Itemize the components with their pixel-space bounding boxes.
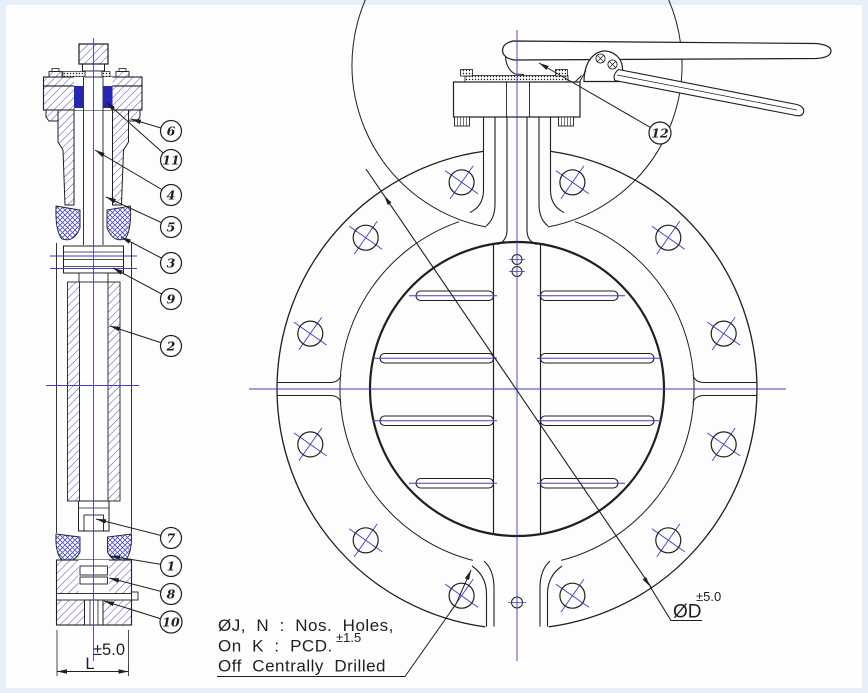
diameter-label: ØD	[673, 602, 702, 623]
callout-11: 11	[159, 148, 183, 172]
section-view: ±5.0 L	[42, 38, 143, 676]
svg-text:12: 12	[651, 126, 669, 141]
note-line-1: ØJ, N : Nos. Holes,	[218, 616, 394, 635]
rib-centerlines	[373, 295, 661, 484]
callout-2: 2	[159, 334, 183, 358]
stud-left	[454, 116, 470, 127]
callout-8: 8	[159, 582, 183, 606]
outer-flange-circle	[548, 150, 758, 628]
svg-text:5: 5	[167, 220, 176, 235]
tube-wall-right	[107, 281, 121, 502]
gasket-tab	[131, 591, 139, 601]
svg-text:8: 8	[167, 587, 176, 602]
svg-text:2: 2	[166, 339, 176, 354]
pivot-pin-2	[607, 59, 618, 70]
length-tolerance: ±5.0	[93, 641, 125, 659]
svg-text:9: 9	[167, 292, 176, 307]
callout-6: 6	[159, 119, 183, 143]
notch-plate	[464, 75, 569, 83]
bolt-cap-right	[118, 68, 127, 72]
svg-text:1: 1	[167, 559, 176, 574]
stem-bearing-left	[74, 86, 83, 108]
svg-text:7: 7	[167, 531, 176, 546]
note-leader	[404, 569, 472, 677]
callout-9: 9	[159, 287, 183, 311]
svg-text:3: 3	[167, 256, 176, 271]
note-line-2-tolerance: ±1.5	[336, 630, 361, 645]
upper-seal-left	[55, 205, 81, 241]
lever-bar	[501, 40, 832, 61]
lower-seal-left	[55, 533, 81, 562]
front-view: ØD ±5.0	[249, 0, 832, 661]
callout-1: 1	[159, 554, 183, 578]
callout-5: 5	[159, 215, 183, 239]
callout-7: 7	[159, 526, 183, 550]
tube-wall-left	[67, 281, 80, 502]
plate-screw-left	[460, 69, 473, 77]
bolt-cap-left	[51, 68, 60, 72]
lower-seal-right	[107, 533, 132, 562]
notes-block: ØJ, N : Nos. Holes, On K : PCD. ±1.5 Off…	[217, 569, 472, 677]
callout-3: 3	[159, 251, 183, 275]
callout-12: 12	[648, 121, 672, 145]
neck-wall-left	[57, 109, 75, 206]
note-line-2: On K : PCD.	[218, 637, 333, 656]
handle-assembly	[452, 40, 832, 127]
bottom-gasket	[56, 593, 132, 601]
pivot-pin-1	[595, 53, 606, 64]
plate-bolt-right	[115, 71, 130, 78]
pivot-bracket	[583, 50, 624, 83]
callout-bubbles: 6 11 4 5 3 9 2 7	[159, 119, 672, 634]
stud-right	[558, 116, 574, 127]
callout-4: 4	[159, 183, 183, 207]
svg-text:6: 6	[167, 124, 176, 139]
stem-bearing-right	[103, 86, 113, 108]
plate-bolt-left	[48, 71, 63, 78]
diameter-dimension: ØD ±5.0	[365, 168, 721, 623]
svg-text:4: 4	[167, 188, 176, 203]
diameter-tolerance: ±5.0	[696, 589, 721, 604]
callout-10: 10	[159, 610, 183, 634]
length-label: L	[85, 655, 94, 673]
upper-seal-right	[106, 205, 132, 241]
note-line-3: Off Centrally Drilled	[218, 657, 386, 676]
svg-text:10: 10	[162, 615, 180, 630]
length-dimension: ±5.0 L	[56, 630, 129, 676]
latch	[574, 70, 587, 83]
plate-screw-right	[555, 69, 568, 77]
svg-text:11: 11	[162, 153, 179, 168]
paper	[6, 5, 862, 688]
